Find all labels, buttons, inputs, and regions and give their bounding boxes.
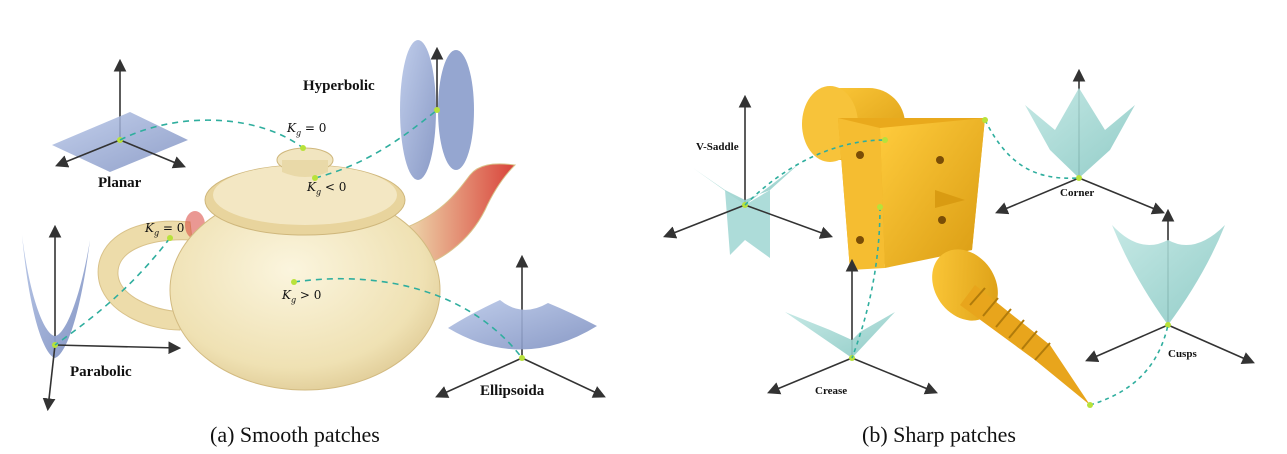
caption-sharp: (b) Sharp patches	[862, 422, 1016, 447]
smooth-connectors	[54, 109, 523, 359]
label-vsaddle: V-Saddle	[696, 141, 739, 153]
screw-illustration	[932, 249, 1090, 405]
corner-patch	[995, 68, 1165, 215]
curvature-label-handle: Kg = 0	[145, 221, 185, 238]
cusps-patch	[1085, 208, 1255, 364]
sharp-markers	[877, 117, 1093, 408]
caption-smooth: (a) Smooth patches	[210, 422, 380, 447]
smooth-markers	[167, 145, 318, 285]
hyperbolic-patch	[400, 40, 474, 180]
label-ellipsoida: Ellipsoida	[480, 383, 545, 399]
label-parabolic: Parabolic	[70, 364, 132, 380]
teapot-illustration	[97, 147, 517, 391]
crease-patch	[767, 258, 938, 395]
label-hyperbolic: Hyperbolic	[303, 78, 375, 94]
label-crease: Crease	[815, 385, 848, 397]
curvature-label-top: Kg = 0	[287, 121, 327, 138]
sharp-connectors	[744, 119, 1169, 406]
sharp-panel	[663, 68, 1255, 408]
curvature-label-body: Kg > 0	[282, 288, 322, 305]
smooth-panel	[22, 40, 606, 412]
label-cusps: Cusps	[1168, 348, 1197, 360]
label-planar: Planar	[98, 175, 142, 191]
planar-patch	[52, 58, 188, 172]
label-corner: Corner	[1060, 187, 1095, 199]
bracket-illustration	[802, 86, 985, 270]
curvature-label-lid: Kg < 0	[307, 180, 347, 197]
ellipsoidal-patch	[435, 254, 606, 398]
vsaddle-patch	[663, 94, 834, 258]
